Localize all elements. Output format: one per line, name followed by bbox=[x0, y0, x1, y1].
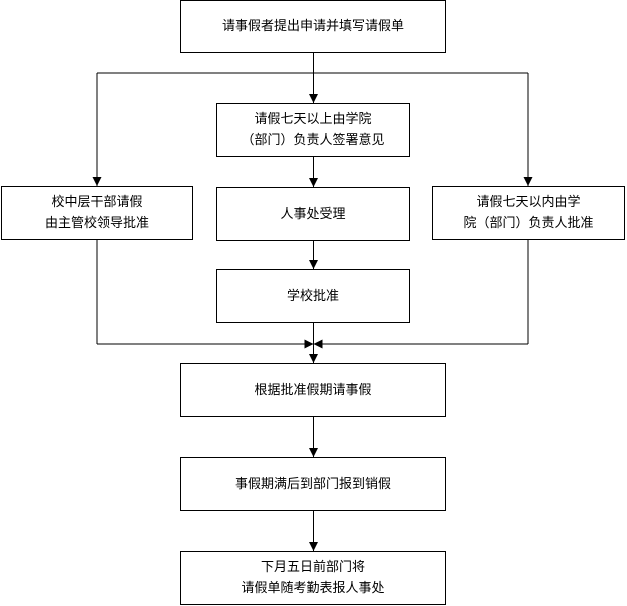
node-cadre-leave: 校中层干部请假 由主管校领导批准 bbox=[1, 186, 193, 240]
node-cadre-line-1: 校中层干部请假 bbox=[51, 195, 143, 210]
node-over7-line-1: 请假七天以上由学院 bbox=[254, 112, 372, 127]
node-hr-accept-line-1: 人事处受理 bbox=[280, 206, 346, 222]
node-apply-line-1: 请事假者提出申请并填写请假单 bbox=[221, 19, 404, 34]
node-cadre-line-2: 由主管校领导批准 bbox=[44, 216, 149, 231]
node-apply-form: 请事假者提出申请并填写请假单 bbox=[180, 0, 446, 53]
node-school-approval: 学校批准 bbox=[216, 269, 410, 323]
node-take-leave-line-1: 根据批准假期请事假 bbox=[254, 382, 372, 398]
node-within-seven-days: 请假七天以内由学 院（部门）负责人批准 bbox=[432, 186, 625, 240]
node-within7-line-1: 请假七天以内由学 bbox=[476, 195, 581, 210]
node-over-seven-days: 请假七天以上由学院 （部门）负责人签署意见 bbox=[216, 103, 410, 157]
node-hr-accept: 人事处受理 bbox=[216, 187, 410, 241]
node-over7-line-2: （部门）负责人签署意见 bbox=[241, 133, 385, 148]
node-submit-line-1: 下月五日前部门将 bbox=[260, 560, 365, 575]
node-take-leave: 根据批准假期请事假 bbox=[180, 363, 446, 417]
node-report-back: 事假期满后到部门报到销假 bbox=[180, 457, 446, 511]
node-school-line-1: 学校批准 bbox=[286, 288, 339, 304]
node-submit-line-2: 请假单随考勤表报人事处 bbox=[241, 581, 385, 596]
node-report-back-line-1: 事假期满后到部门报到销假 bbox=[234, 476, 391, 492]
node-within7-line-2: 院（部门）负责人批准 bbox=[463, 216, 594, 231]
node-submit-attendance: 下月五日前部门将 请假单随考勤表报人事处 bbox=[180, 551, 446, 605]
